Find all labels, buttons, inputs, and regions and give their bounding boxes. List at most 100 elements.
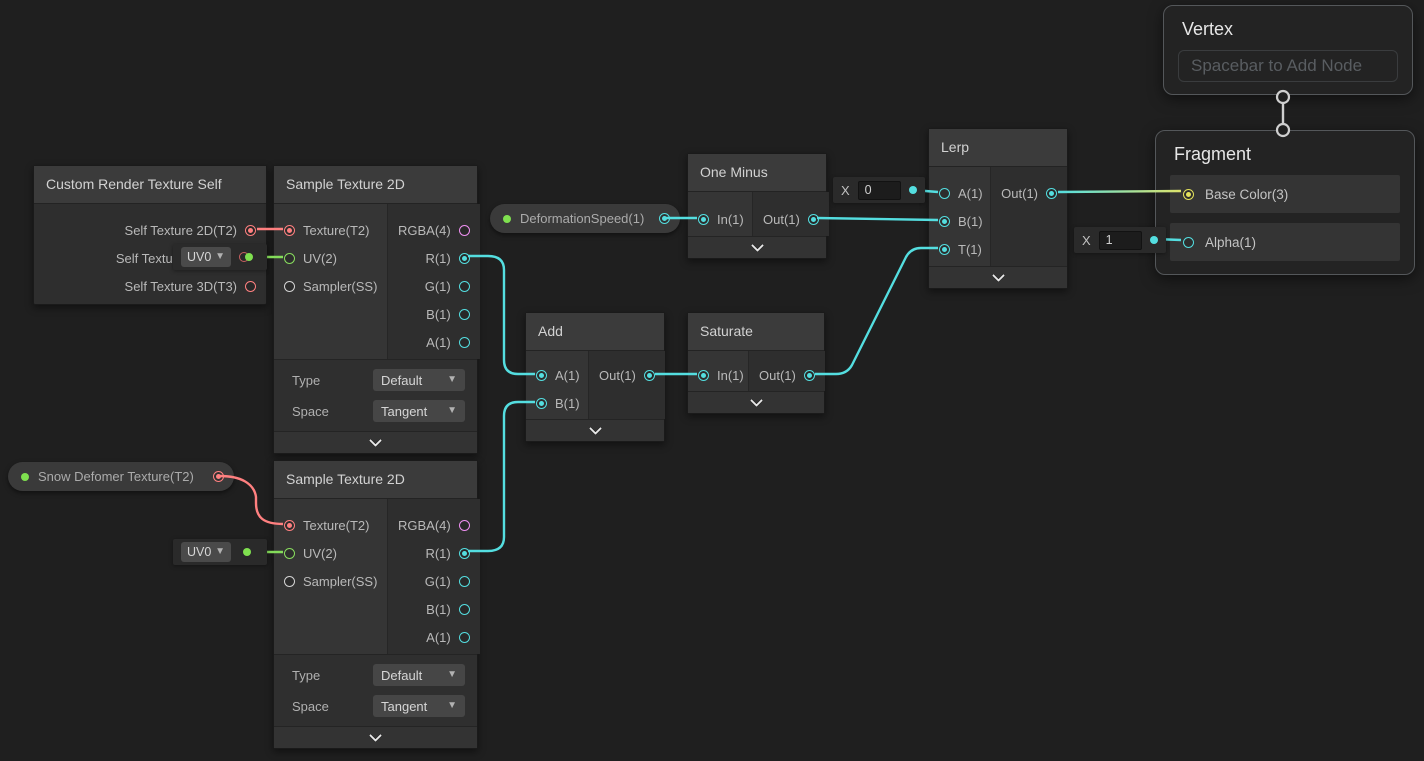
collapse-toggle[interactable] [274, 431, 477, 453]
port-label: A(1) [426, 334, 451, 350]
port-label: Texture(T2) [303, 517, 370, 533]
property-output-port[interactable] [659, 213, 670, 224]
sampler-input-port[interactable] [284, 575, 295, 587]
uv-channel-dropdown[interactable]: UV0▼ [181, 247, 231, 267]
node-title: Custom Render Texture Self [34, 166, 266, 204]
port-label: In(1) [717, 211, 744, 227]
space-dropdown[interactable]: Tangent▼ [373, 400, 465, 422]
port-label: RGBA(4) [398, 222, 451, 238]
type-dropdown[interactable]: Default▼ [373, 664, 465, 686]
b-input-port[interactable] [939, 215, 950, 227]
port-label: Out(1) [763, 211, 800, 227]
uv-channel-widget-bottom: UV0▼ [173, 539, 267, 565]
b-output-port[interactable] [458, 308, 470, 320]
uv-input-port[interactable] [284, 547, 295, 559]
b-input-port[interactable] [536, 397, 547, 409]
chevron-down-icon: ▼ [447, 700, 457, 711]
vertex-context-block[interactable]: Vertex Spacebar to Add Node [1163, 5, 1413, 95]
rgba-output-port[interactable] [458, 519, 470, 531]
out-output-port[interactable] [803, 369, 815, 381]
a-input-port[interactable] [939, 187, 950, 199]
sampler-input-port[interactable] [284, 280, 295, 292]
texture2d-output-port[interactable] [245, 224, 256, 236]
collapse-toggle[interactable] [526, 419, 664, 441]
b-output-port[interactable] [458, 603, 470, 615]
base-color-input-port[interactable] [1183, 188, 1194, 200]
r-output-port[interactable] [458, 252, 470, 264]
out-output-port[interactable] [643, 369, 655, 381]
base-color-block[interactable]: Base Color(3) [1170, 175, 1400, 213]
chevron-down-icon: ▼ [447, 405, 457, 416]
node-saturate[interactable]: Saturate In(1) Out(1) [687, 312, 825, 414]
port-label: R(1) [425, 545, 451, 561]
port-label: UV(2) [303, 545, 337, 561]
node-lerp[interactable]: Lerp A(1) B(1) T(1) Out(1) [928, 128, 1068, 289]
port-label: Out(1) [599, 367, 636, 383]
x-value-input[interactable]: 0 [857, 180, 901, 200]
a-output-port[interactable] [458, 336, 470, 348]
uv-default-connector-dot [245, 253, 253, 261]
node-sample-texture-2d-top[interactable]: Sample Texture 2D Texture(T2) UV(2) Samp… [273, 165, 480, 454]
in-input-port[interactable] [698, 369, 709, 381]
type-label: Type [292, 372, 321, 388]
port-label: Self Texture 3D(T3) [124, 278, 237, 294]
node-sample-texture-2d-bottom[interactable]: Sample Texture 2D Texture(T2) UV(2) Samp… [273, 460, 480, 749]
property-snow-deformer-texture[interactable]: Snow Defomer Texture(T2) [8, 462, 234, 491]
uv-channel-widget-top: UV0▼ [173, 244, 267, 270]
x-label: X [1082, 232, 1091, 248]
collapse-toggle[interactable] [929, 266, 1067, 288]
t-input-port[interactable] [939, 243, 950, 255]
chevron-expand-icon [369, 433, 382, 447]
uv-channel-dropdown[interactable]: UV0▼ [181, 542, 231, 562]
node-add[interactable]: Add A(1) B(1) Out(1) [525, 312, 665, 442]
texture-input-port[interactable] [284, 224, 295, 236]
chevron-down-icon: ▼ [215, 546, 225, 557]
g-output-port[interactable] [458, 575, 470, 587]
g-output-port[interactable] [458, 280, 470, 292]
rgba-output-port[interactable] [458, 224, 470, 236]
chevron-expand-icon [750, 238, 764, 252]
node-title: Sample Texture 2D [274, 166, 477, 204]
property-output-port[interactable] [213, 471, 224, 482]
r-output-port[interactable] [458, 547, 470, 559]
collapse-toggle[interactable] [274, 726, 477, 748]
port-label: In(1) [717, 367, 744, 383]
out-output-port[interactable] [1046, 187, 1057, 199]
collapse-toggle[interactable] [688, 236, 826, 258]
edge-saturate-to-lerp-t[interactable] [815, 246, 938, 376]
port-label: B(1) [426, 601, 451, 617]
port-label: Sampler(SS) [303, 573, 378, 589]
node-one-minus[interactable]: One Minus In(1) Out(1) [687, 153, 829, 259]
a-input-port[interactable] [536, 369, 547, 381]
x-label: X [841, 182, 850, 198]
edge-oneminus-to-lerp-b[interactable] [816, 216, 939, 222]
in-input-port[interactable] [698, 213, 709, 225]
port-label: Sampler(SS) [303, 278, 378, 294]
texture3d-output-port[interactable] [245, 280, 256, 292]
space-dropdown[interactable]: Tangent▼ [373, 695, 465, 717]
context-title: Vertex [1182, 19, 1234, 39]
uv-input-port[interactable] [284, 252, 295, 264]
alpha-block[interactable]: Alpha(1) [1170, 223, 1400, 261]
port-label: G(1) [424, 278, 451, 294]
node-custom-render-texture-self[interactable]: Custom Render Texture Self Self Texture … [33, 165, 267, 305]
property-deformation-speed[interactable]: DeformationSpeed(1) [490, 204, 680, 233]
alpha-input-port[interactable] [1183, 236, 1194, 248]
x-value-input[interactable]: 1 [1098, 230, 1142, 250]
out-output-port[interactable] [807, 213, 819, 225]
node-title: Sample Texture 2D [274, 461, 477, 499]
collapse-toggle[interactable] [688, 391, 824, 413]
lerp-a-default-widget: X 0 [833, 177, 925, 203]
a-output-port[interactable] [458, 631, 470, 643]
port-label: B(1) [555, 395, 580, 411]
port-label: A(1) [958, 185, 983, 201]
port-label: Out(1) [1001, 185, 1038, 201]
node-title: One Minus [688, 154, 826, 192]
alpha-default-widget: X 1 [1074, 227, 1166, 253]
type-dropdown[interactable]: Default▼ [373, 369, 465, 391]
port-label: Base Color(3) [1205, 186, 1289, 202]
fragment-context-block[interactable]: Fragment Base Color(3) Alpha(1) [1155, 130, 1415, 275]
texture-input-port[interactable] [284, 519, 295, 531]
space-label: Space [292, 698, 329, 714]
